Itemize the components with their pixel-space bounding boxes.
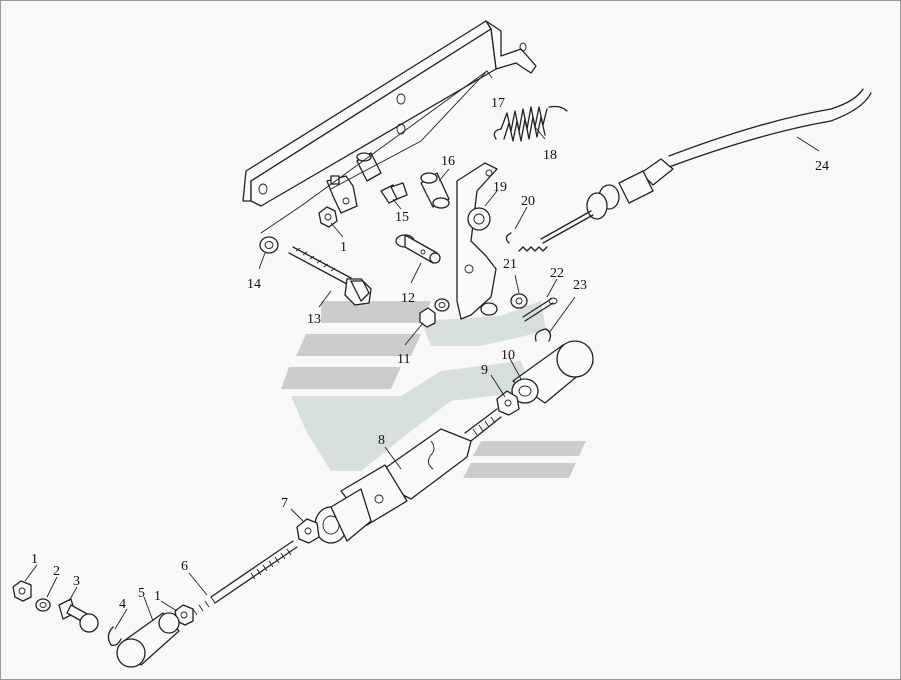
leader-lines: [24, 70, 820, 630]
callout-20: 20: [521, 194, 535, 209]
watermark-logo: [281, 301, 586, 478]
callout-10: 10: [501, 348, 515, 363]
callout-17: 17: [491, 96, 505, 111]
part-23-clip: [534, 328, 552, 342]
part-12-clevis-pin: [395, 234, 441, 264]
part-1-nut-top: [318, 206, 338, 228]
part-7-nut: [296, 518, 320, 544]
part-6-threaded-rod: [192, 540, 298, 616]
part-22-cotter-pin: [522, 297, 558, 322]
callout-labels: 17 18 16 19 20 15 1 14 13 12 11 21 22 23…: [31, 96, 829, 612]
part-13-bolt: [288, 246, 372, 306]
callout-1-top: 1: [340, 240, 347, 255]
part-19-lever: [456, 162, 498, 320]
callout-8: 8: [378, 433, 385, 448]
part-14-washer: [259, 236, 279, 254]
callout-1-mid: 1: [154, 589, 161, 604]
part-16-spacer: [420, 172, 450, 209]
part-2-washer: [35, 598, 51, 612]
part-9-nut: [496, 390, 520, 416]
part-5-knob: [116, 612, 180, 668]
part-17-bracket: [242, 20, 537, 207]
part-20-small-spring: [505, 232, 548, 252]
part-10-sleeve: [511, 340, 594, 404]
callout-16: 16: [441, 154, 455, 169]
callout-1-bottom: 1: [31, 552, 38, 567]
callout-18: 18: [543, 148, 557, 163]
part-1-nut-bottom: [12, 580, 32, 602]
callout-23: 23: [573, 278, 587, 293]
callout-9: 9: [481, 363, 488, 378]
callout-12: 12: [401, 291, 415, 306]
part-3-pin: [58, 598, 99, 633]
part-pivot-pin: [356, 152, 382, 182]
callout-2: 2: [53, 564, 60, 579]
callout-24: 24: [815, 159, 829, 174]
part-15-screw: [380, 182, 408, 204]
part-18-spring: [493, 105, 568, 142]
part-24-cable: [540, 88, 872, 244]
callout-3: 3: [73, 574, 80, 589]
part-21-washer: [510, 293, 528, 309]
part-11-nut: [419, 298, 450, 328]
callout-6: 6: [181, 559, 188, 574]
part-4-clip: [107, 626, 122, 647]
callout-13: 13: [307, 312, 321, 327]
callout-22: 22: [550, 266, 564, 281]
callout-14: 14: [247, 277, 261, 292]
callout-15: 15: [395, 210, 409, 225]
part-clip-plate: [326, 175, 358, 214]
callout-11: 11: [397, 352, 410, 367]
callout-7: 7: [281, 496, 288, 511]
callout-21: 21: [503, 257, 517, 272]
callout-4: 4: [119, 597, 126, 612]
callout-5: 5: [138, 586, 145, 601]
part-8-rod: [314, 408, 502, 544]
callout-19: 19: [493, 180, 507, 195]
